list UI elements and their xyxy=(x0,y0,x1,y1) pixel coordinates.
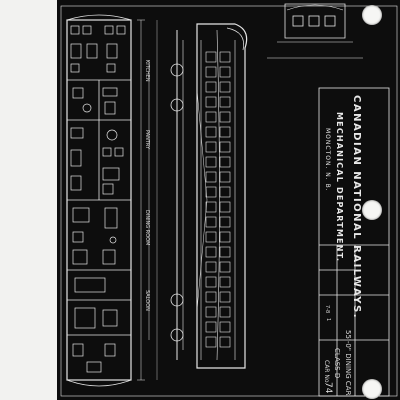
car-window xyxy=(205,246,217,258)
plan-label-kitchen: KITCHEN xyxy=(144,60,150,82)
car-window xyxy=(205,216,217,228)
car-window xyxy=(205,96,217,108)
car-window xyxy=(219,111,231,123)
binder-hole-middle xyxy=(362,200,382,220)
blueprint-sheet xyxy=(57,0,400,400)
handwritten-car-type: 55'-0" DINING CAR xyxy=(344,330,352,396)
car-window xyxy=(219,321,231,333)
car-window xyxy=(219,246,231,258)
car-window xyxy=(205,306,217,318)
car-window xyxy=(219,216,231,228)
floor-plan xyxy=(66,14,150,387)
title-cell-a: 7-8 xyxy=(324,305,330,314)
car-window xyxy=(205,111,217,123)
car-window xyxy=(219,126,231,138)
car-window xyxy=(205,276,217,288)
car-window xyxy=(219,96,231,108)
car-window xyxy=(205,66,217,78)
car-window xyxy=(205,201,217,213)
binder-hole-bottom xyxy=(362,379,382,399)
car-window xyxy=(205,156,217,168)
drawing xyxy=(60,3,398,397)
car-window xyxy=(219,51,231,63)
car-window xyxy=(219,186,231,198)
car-window xyxy=(205,171,217,183)
car-window xyxy=(219,261,231,273)
car-window xyxy=(205,261,217,273)
car-window xyxy=(219,276,231,288)
plan-label-pantry: PANTRY xyxy=(144,130,150,150)
car-window xyxy=(205,291,217,303)
car-window xyxy=(205,126,217,138)
car-window xyxy=(219,231,231,243)
title-line-department: MECHANICAL DEPARTMENT. xyxy=(335,112,344,263)
handwritten-number: 74 xyxy=(323,382,333,394)
car-window xyxy=(219,171,231,183)
car-window xyxy=(205,321,217,333)
end-view xyxy=(267,3,363,59)
sheet-border xyxy=(60,5,398,397)
car-window xyxy=(219,306,231,318)
title-line-railway: CANADIAN NATIONAL RAILWAYS. xyxy=(351,95,362,319)
car-body-elevation xyxy=(196,23,248,369)
car-window xyxy=(205,336,217,348)
plan-label-dining-room: DINING ROOM xyxy=(144,210,150,246)
car-window xyxy=(205,231,217,243)
binder-hole-top xyxy=(362,5,382,25)
car-window xyxy=(219,141,231,153)
handwritten-class: CLASS D xyxy=(333,348,341,379)
plan-label-saloon: SALOON xyxy=(144,290,150,311)
car-window xyxy=(205,81,217,93)
car-window xyxy=(205,186,217,198)
title-block xyxy=(318,87,390,397)
car-window xyxy=(219,336,231,348)
car-window xyxy=(205,141,217,153)
title-cell-b: 1 xyxy=(325,318,331,322)
car-window xyxy=(219,291,231,303)
side-elevation xyxy=(156,20,220,380)
handwritten-car-no: CAR No. xyxy=(323,360,330,385)
title-line-location: MONCTON. N. B. xyxy=(324,128,331,192)
car-window xyxy=(219,66,231,78)
car-window xyxy=(219,201,231,213)
car-window xyxy=(219,156,231,168)
car-window xyxy=(205,51,217,63)
car-window xyxy=(219,81,231,93)
